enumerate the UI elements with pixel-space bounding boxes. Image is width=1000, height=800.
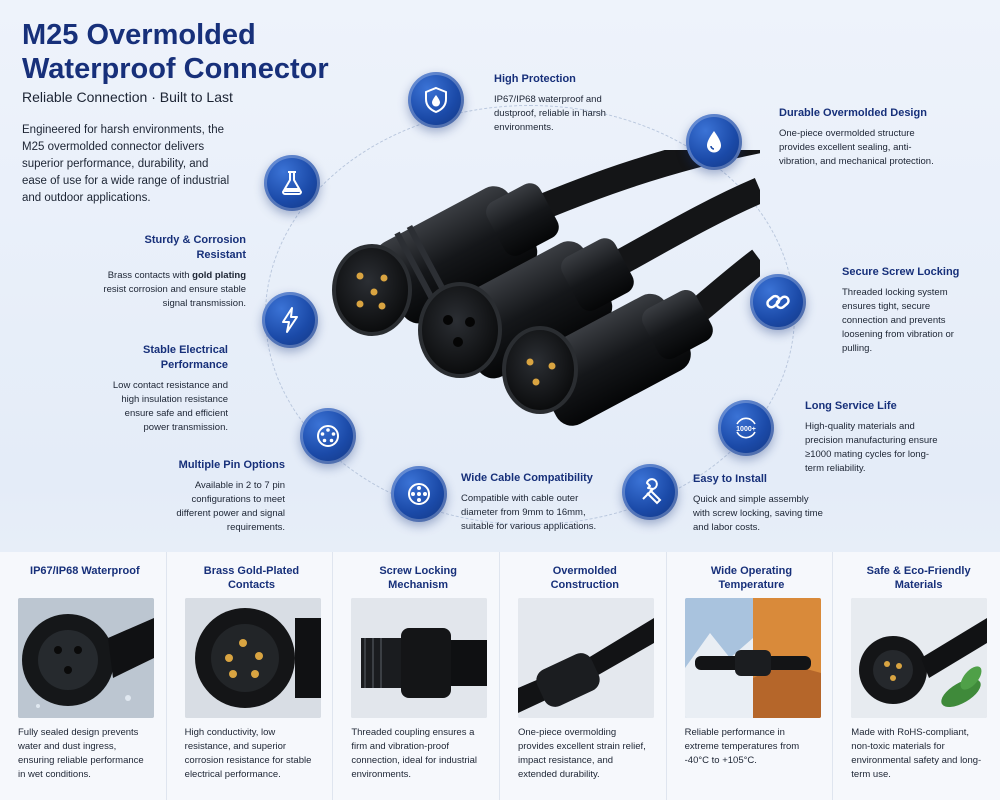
feature-text: Brass contacts with gold plating resist … [100,269,246,311]
page-title: M25 Overmolded Waterproof Connector [22,19,329,85]
feature-cards: IP67/IP68 Waterproof Fully sealed design… [0,552,1000,800]
feature-title: Secure Screw Locking [842,266,960,278]
intro-text: Engineered for harsh environments, the M… [22,124,230,204]
card-gold-contacts: Brass Gold-Plated Contacts High conducti… [167,552,334,800]
feature-title: Long Service Life [805,400,897,412]
card-title: Screw Locking Mechanism [379,565,457,591]
card-text: One-piece overmolding provides excellent… [517,727,646,780]
feature-high-protection: High Protection IP67/IP68 waterproof and… [494,72,634,135]
card-title: Brass Gold-Plated Contacts [203,565,300,591]
card-text: Threaded coupling ensures a firm and vib… [351,727,477,780]
card-title: Wide Operating Temperature [710,565,793,591]
feature-cable-compatibility: Wide Cable Compatibility Compatible with… [461,471,611,534]
feature-title: Sturdy & Corrosion Resistant [144,234,246,261]
eco-materials-photo [851,598,988,718]
connector-product-image [330,127,768,440]
card-text: High conductivity, low resistance, and s… [184,727,312,780]
feature-title: High Protection [494,73,576,85]
feature-text-part: resist corrosion and ensure stable signa… [103,284,246,309]
waterproof-photo [18,598,154,718]
page-subtitle: Reliable Connection · Built to Last [22,89,233,105]
chain-link-icon [750,274,806,330]
card-screw-locking: Screw Locking Mechanism Threaded couplin… [333,552,500,800]
feature-text: High-quality materials and precision man… [805,421,938,474]
feature-text: IP67/IP68 waterproof and dustproof, reli… [494,94,606,133]
feature-corrosion: Sturdy & Corrosion Resistant Brass conta… [100,233,246,311]
feature-text: Compatible with cable outer diameter fro… [461,493,597,532]
wrench-screwdriver-icon [622,464,678,520]
lightning-icon [262,292,318,348]
feature-title: Multiple Pin Options [178,459,285,471]
feature-easy-install: Easy to Install Quick and simple assembl… [693,472,823,535]
feature-text: Threaded locking system ensures tight, s… [842,287,954,354]
card-title: Overmolded Construction [550,565,620,591]
card-waterproof: IP67/IP68 Waterproof Fully sealed design… [0,552,167,800]
feature-title: Wide Cable Compatibility [461,472,593,484]
feature-text-part: Brass contacts with [107,270,193,281]
overmolded-photo [517,598,654,718]
feature-title: Easy to Install [693,473,767,485]
hero-section: M25 Overmolded Waterproof Connector Reli… [22,19,972,535]
pin-layout-icon [300,408,356,464]
feature-pin-options: Multiple Pin Options Available in 2 to 7… [160,458,285,535]
screw-locking-photo [351,598,488,718]
card-temperature: Wide Operating Temperature Reliable perf… [667,552,834,800]
card-title: Safe & Eco-Friendly Materials [866,565,971,591]
card-eco-materials: Safe & Eco-Friendly Materials Made with … [833,552,1000,800]
feature-title: Stable Electrical Performance [143,344,228,371]
feature-text: Quick and simple assembly with screw loc… [693,494,823,533]
card-text: Fully sealed design prevents water and d… [18,727,144,780]
feature-durable: Durable Overmolded Design One-piece over… [779,106,949,169]
feature-text: Low contact resistance and high insulati… [112,380,228,433]
feature-screw-locking: Secure Screw Locking Threaded locking sy… [842,265,972,356]
water-drop-icon [686,114,742,170]
cycle-1000-icon: 1000+ [718,400,774,456]
flask-icon [264,155,320,211]
cycle-badge-text: 1000+ [736,426,756,433]
card-overmolded: Overmolded Construction One-piece overmo… [500,552,667,800]
cable-cross-section-icon [391,466,447,522]
feature-text-bold: gold plating [192,270,246,281]
feature-service-life: Long Service Life High-quality materials… [805,399,945,476]
feature-title: Durable Overmolded Design [779,107,927,119]
gold-contacts-photo [184,598,321,718]
card-text: Made with RoHS-compliant, non-toxic mate… [851,727,982,780]
temperature-photo [684,598,821,718]
card-text: Reliable performance in extreme temperat… [684,727,800,766]
shield-water-icon [408,72,464,128]
feature-electrical: Stable Electrical Performance Low contac… [100,343,228,435]
card-title: IP67/IP68 Waterproof [30,565,140,577]
feature-text: One-piece overmolded structure provides … [779,128,934,167]
feature-text: Available in 2 to 7 pin configurations t… [176,480,285,533]
